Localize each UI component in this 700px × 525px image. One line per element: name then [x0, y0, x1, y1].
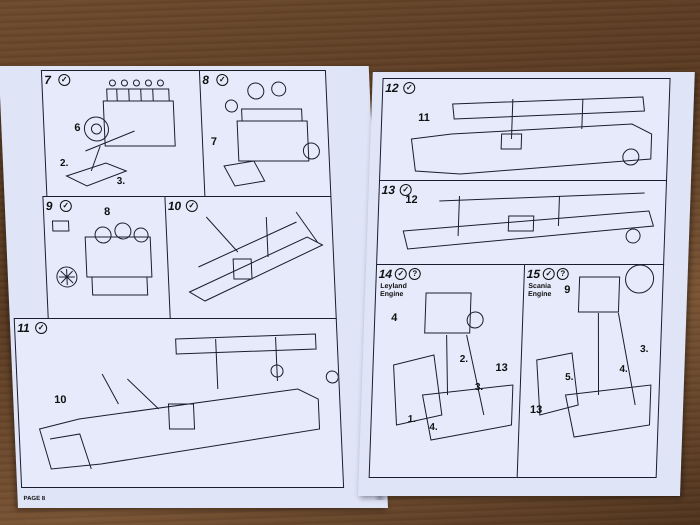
part-label: 3. — [116, 176, 126, 187]
part-label: 13 — [529, 404, 543, 416]
part-label: 2. — [59, 158, 69, 169]
engine-assembly-drawing — [51, 220, 153, 296]
panel-step-14: 14 ✓ ? Leyland Engine 4 2. 3. 13 1. 4. — [368, 264, 527, 478]
chassis-rails-drawing — [402, 192, 655, 250]
leyland-engine-drawing — [393, 292, 514, 441]
part-label: 13 — [495, 362, 508, 374]
scania-engine-drawing — [536, 265, 655, 438]
engine-block-drawing — [65, 79, 176, 187]
right-page: 12 ✓ 11 13 ✓ — [358, 72, 695, 496]
part-label: 2. — [459, 354, 469, 365]
part-label: 4 — [391, 312, 398, 324]
chassis-frame-drawing — [188, 211, 324, 302]
part-label: 7 — [210, 136, 218, 148]
chassis-rear-drawing — [410, 96, 653, 175]
engine-head-drawing — [223, 81, 320, 187]
panel-step-9: 9 ✓ 8 — [42, 196, 172, 320]
part-label: 9 — [563, 284, 571, 296]
left-page: 7 ✓ 6 2. 3. — [0, 66, 388, 508]
part-label: 10 — [54, 394, 67, 406]
part-label: 5. — [564, 372, 574, 383]
panel-step-7: 7 ✓ 6 2. 3. — [40, 70, 207, 198]
part-label: 3. — [639, 344, 649, 355]
panel-step-10: 10 ✓ — [164, 196, 337, 320]
part-label: 6 — [74, 122, 81, 134]
part-label: 8 — [103, 206, 111, 218]
part-label: 11 — [417, 112, 431, 124]
part-label: 4. — [429, 422, 438, 433]
chassis-cab-drawing — [38, 333, 339, 470]
panel-step-15: 15 ✓ ? Scania Engine 9 3. 4. 5. 13 — [516, 264, 665, 478]
part-label: 3. — [474, 382, 484, 393]
panel-step-12: 12 ✓ 11 — [378, 78, 671, 182]
part-label: 4. — [619, 364, 628, 375]
part-label: 1. — [407, 414, 417, 425]
part-label: 12 — [405, 194, 418, 206]
panel-step-13: 13 ✓ 12 — [376, 180, 668, 266]
panel-step-8: 8 ✓ 7 — [198, 70, 332, 198]
page-footer: PAGE 8 — [23, 496, 46, 502]
panel-step-11: 11 ✓ 10 — [13, 318, 345, 488]
